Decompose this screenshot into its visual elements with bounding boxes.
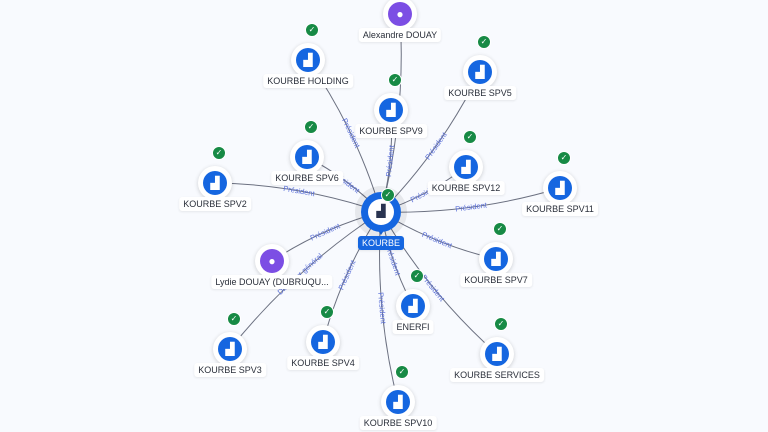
company-icon: ▟ — [401, 294, 425, 318]
node-circle: ▟ ✓ — [291, 23, 325, 77]
person-icon: ● — [260, 249, 284, 273]
edge-spv11 — [380, 187, 561, 213]
company-icon: ▟ — [203, 171, 227, 195]
company-icon: ▟ — [548, 176, 572, 200]
company-icon: ▟ — [218, 337, 242, 361]
company-icon: ▟ — [368, 199, 394, 225]
node-label: ENERFI — [392, 320, 434, 334]
node-label: KOURBE SPV6 — [271, 171, 343, 185]
node-circle: ● — [255, 244, 289, 278]
node-circle: ● — [383, 0, 417, 31]
node-label: KOURBE SPV4 — [287, 356, 359, 370]
node-circle: ▟ ✓ — [463, 35, 497, 89]
node-label: KOURBE SPV12 — [427, 181, 505, 195]
verified-check-icon: ✓ — [388, 73, 402, 87]
node-label: KOURBE SPV7 — [460, 273, 532, 287]
node-circle: ▟ ✓ — [306, 305, 340, 359]
verified-check-icon: ✓ — [381, 188, 395, 202]
node-circle: ▟ ✓ — [449, 130, 483, 184]
verified-check-icon: ✓ — [463, 130, 477, 144]
node-circle: ▟ ✓ — [480, 317, 514, 371]
node-circle: ▟ ✓ — [213, 312, 247, 366]
company-icon: ▟ — [468, 60, 492, 84]
verified-check-icon: ✓ — [410, 269, 424, 283]
node-label: KOURBE SPV11 — [522, 202, 598, 216]
company-icon: ▟ — [311, 330, 335, 354]
person-icon: ● — [388, 2, 412, 26]
node-label: KOURBE HOLDING — [263, 74, 353, 88]
node-circle: ▟ ✓ — [479, 222, 513, 276]
verified-check-icon: ✓ — [305, 23, 319, 37]
node-label: Alexandre DOUAY — [358, 28, 442, 42]
verified-check-icon: ✓ — [477, 35, 491, 49]
verified-check-icon: ✓ — [494, 317, 508, 331]
company-icon: ▟ — [484, 247, 508, 271]
company-icon: ▟ — [296, 48, 320, 72]
node-label: KOURBE SPV9 — [355, 124, 427, 138]
company-icon: ▟ — [386, 390, 410, 414]
verified-check-icon: ✓ — [304, 120, 318, 134]
node-circle: ▟ ✓ — [198, 146, 232, 200]
verified-check-icon: ✓ — [212, 146, 226, 160]
verified-check-icon: ✓ — [395, 365, 409, 379]
node-circle: ▟ ✓ — [381, 365, 415, 419]
company-icon: ▟ — [379, 98, 403, 122]
company-icon: ▟ — [485, 342, 509, 366]
node-label: Lydie DOUAY (DUBRUQU... — [211, 275, 333, 289]
verified-check-icon: ✓ — [557, 151, 571, 165]
node-label: KOURBE — [357, 236, 405, 250]
node-circle: ▟ ✓ — [361, 188, 401, 232]
node-label: KOURBE SPV5 — [444, 86, 516, 100]
edge-services — [380, 211, 498, 355]
node-circle: ▟ ✓ — [290, 120, 324, 174]
verified-check-icon: ✓ — [493, 222, 507, 236]
node-circle: ▟ ✓ — [396, 269, 430, 323]
node-label: KOURBE SERVICES — [450, 368, 544, 382]
node-label: KOURBE SPV3 — [194, 363, 266, 377]
node-label: KOURBE SPV2 — [179, 197, 251, 211]
node-circle: ▟ ✓ — [374, 73, 408, 127]
company-icon: ▟ — [295, 145, 319, 169]
company-icon: ▟ — [454, 155, 478, 179]
verified-check-icon: ✓ — [320, 305, 334, 319]
edge-spv3 — [229, 211, 382, 350]
verified-check-icon: ✓ — [227, 312, 241, 326]
node-label: KOURBE SPV10 — [359, 416, 437, 430]
node-circle: ▟ ✓ — [543, 151, 577, 205]
